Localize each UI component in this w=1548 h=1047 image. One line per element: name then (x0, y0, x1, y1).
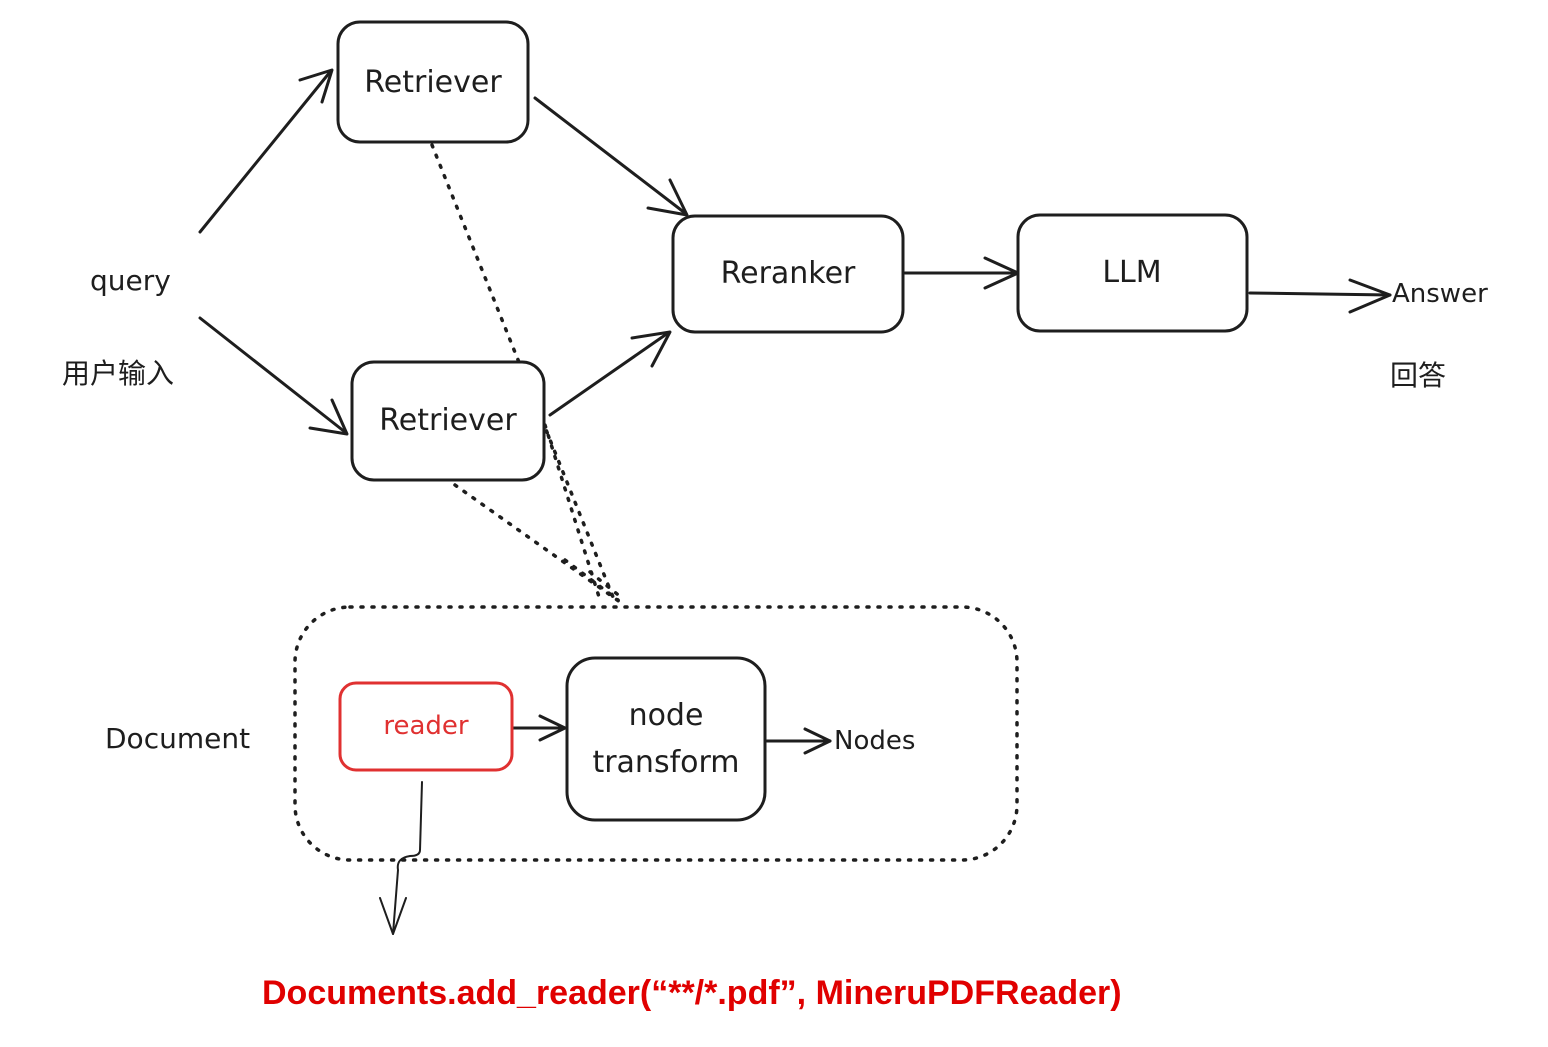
arrow-query-to-bottom-retriever (198, 316, 347, 434)
arrowhead-nodes (803, 727, 832, 755)
nodes-label: Nodes (834, 726, 915, 756)
document-container (293, 605, 1019, 862)
reranker-label: Reranker (721, 256, 856, 291)
arrowhead-bottom-retriever (308, 398, 349, 436)
llm-label: LLM (1102, 255, 1161, 290)
arrow-top-retriever-to-reranker (533, 96, 687, 215)
arrow-llm-to-answer (1248, 291, 1392, 297)
document-label: Document (105, 722, 250, 755)
retriever-top-box[interactable] (336, 20, 530, 144)
reader-box[interactable] (338, 681, 514, 772)
reranker-box[interactable] (671, 214, 905, 334)
query-cn-label: 用户输入 (62, 357, 174, 390)
retriever-top-label: Retriever (364, 65, 502, 100)
answer-label: Answer (1392, 279, 1488, 309)
arrow-query-to-top-retriever (198, 70, 332, 234)
dotted-link-extra-3 (588, 570, 624, 600)
arrowhead-answer (1348, 278, 1392, 314)
retriever-bottom-box[interactable] (350, 360, 546, 482)
reader-label: reader (383, 711, 469, 741)
dotted-link-extra-2 (563, 558, 620, 602)
footer-code: Documents.add_reader(“**/*.pdf”, MineruP… (262, 974, 1122, 1012)
arrowhead-reranker-top (646, 178, 689, 217)
arrowhead-reranker-bottom (630, 330, 672, 368)
arrow-bottom-retriever-to-reranker (548, 331, 670, 417)
query-label: query (90, 264, 171, 297)
node-transform-label-line2: transform (592, 745, 739, 780)
arrowhead-reader-down (379, 897, 407, 935)
llm-box[interactable] (1016, 213, 1249, 333)
retriever-bottom-label: Retriever (379, 403, 517, 438)
node-transform-box[interactable] (565, 656, 767, 822)
arrow-reader-down (392, 781, 423, 935)
node-transform-label-line1: node (629, 698, 704, 733)
dotted-link-top-retriever (430, 143, 617, 604)
answer-cn-label: 回答 (1390, 359, 1446, 392)
arrowhead-node-transform (538, 714, 567, 742)
arrowhead-top-retriever (298, 68, 334, 104)
